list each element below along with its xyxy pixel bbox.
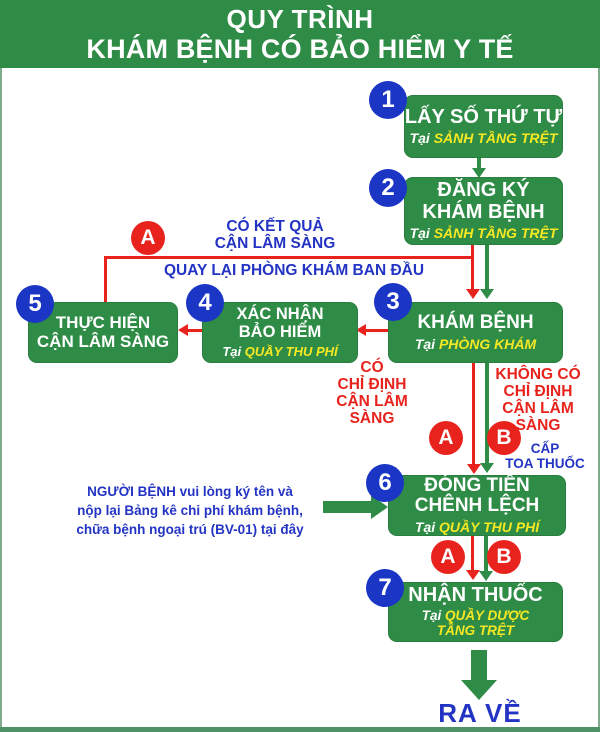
arrow-step2-step3-head <box>480 289 494 299</box>
exit-arrow-shaft <box>471 650 487 682</box>
step-number-7: 7 <box>366 569 404 607</box>
step-box-4-insurance-confirm: XÁC NHẬN BẢO HIỂM Tại QUẦY THU PHÍ <box>202 302 358 363</box>
arrow-b-step6-step7-shaft <box>484 536 488 572</box>
label-prescription: CẤP TOA THUỐC <box>505 441 585 471</box>
step-4-location: Tại QUẦY THU PHÍ <box>222 343 338 359</box>
step-4-location-name: QUẦY THU PHÍ <box>244 343 338 359</box>
step-number-5: 5 <box>16 285 54 323</box>
step-box-1-get-queue-number: LẤY SỐ THỨ TỰ Tại SẢNH TẦNG TRỆT <box>404 95 563 158</box>
step-1-title: LẤY SỐ THỨ TỰ <box>404 105 563 128</box>
label-patient-note: NGƯỜI BỆNH vui lòng ký tên và nộp lại Bả… <box>76 484 304 537</box>
arrow-step1-step2-head <box>472 168 486 178</box>
step-7-location-name: QUẦY DƯỢC TẦNG TRỆT <box>436 608 530 639</box>
arrow-a-step3-step6-head <box>467 464 481 474</box>
step-number-2: 2 <box>369 169 407 207</box>
step-1-location-name: SẢNH TẦNG TRỆT <box>433 130 558 147</box>
step-3-title: KHÁM BỆNH <box>417 312 534 334</box>
step-6-location-prefix: Tại <box>414 518 436 535</box>
step-box-6-pay-difference: ĐÓNG TIỀN CHÊNH LỆCH Tại QUẦY THU PHÍ <box>388 475 566 536</box>
header-banner: QUY TRÌNH KHÁM BỆNH CÓ BẢO HIỂM Y TẾ <box>0 0 600 68</box>
step-box-7-receive-medicine: NHẬN THUỐC Tại QUẦY DƯỢC TẦNG TRỆT <box>388 582 563 642</box>
feedback-line-right-drop <box>471 241 474 291</box>
feedback-line-left-drop <box>104 256 107 303</box>
arrow-a-step6-step7-shaft <box>471 536 474 572</box>
step-4-title: XÁC NHẬN BẢO HIỂM <box>236 305 324 341</box>
feedback-line-horizontal <box>104 256 474 259</box>
step-6-title: ĐÓNG TIỀN CHÊNH LỆCH <box>414 474 540 517</box>
label-with-indication: CÓ CHỈ ĐỊNH CẬN LÂM SÀNG <box>336 359 408 427</box>
arrow-step3-step4-shaft <box>366 329 388 332</box>
step-5-title: THỰC HIỆN CẬN LÂM SÀNG <box>36 313 170 351</box>
step-1-location: Tại SẢNH TẦNG TRỆT <box>409 130 558 147</box>
label-exit: RA VỀ <box>438 698 522 728</box>
arrow-step2-step3-shaft <box>485 245 489 291</box>
step-7-location-prefix: Tại <box>421 608 442 624</box>
step-3-location-prefix: Tại <box>414 335 436 352</box>
arrow-a-step3-step6-shaft <box>472 363 475 466</box>
arrow-step4-step5-shaft <box>188 329 202 332</box>
arrow-step3-step4-head <box>356 324 366 336</box>
step-box-2-register: ĐĂNG KÝ KHÁM BỆNH Tại SẢNH TẦNG TRỆT <box>404 177 563 245</box>
step-3-location-name: PHÒNG KHÁM <box>438 335 537 352</box>
step-1-location-prefix: Tại <box>409 130 430 147</box>
badge-a-feedback: A <box>131 221 165 255</box>
label-has-test-results: CÓ KẾT QUẢ CẬN LÂM SÀNG <box>214 218 336 252</box>
arrow-b-step3-step6-head <box>480 463 494 473</box>
poster-title-line2: KHÁM BỆNH CÓ BẢO HIỂM Y TẾ <box>86 33 514 64</box>
step-number-4: 4 <box>186 284 224 322</box>
arrow-step4-step5-head <box>178 324 188 336</box>
step-6-location: Tại QUẦY THU PHÍ <box>414 518 540 535</box>
label-without-indication: KHÔNG CÓ CHỈ ĐỊNH CẬN LÂM SÀNG <box>495 366 581 434</box>
step-4-location-prefix: Tại <box>222 343 242 359</box>
step-2-location-name: SẢNH TẦNG TRỆT <box>433 225 558 242</box>
arrow-b-step6-step7-head <box>479 571 493 581</box>
step-number-3: 3 <box>374 283 412 321</box>
feedback-arrow-into-step3-head <box>466 289 480 299</box>
badge-b-before-step7: B <box>487 540 521 574</box>
badge-a-before-step6: A <box>429 421 463 455</box>
step-box-3-examination: KHÁM BỆNH Tại PHÒNG KHÁM <box>388 302 563 363</box>
bottom-border-strip <box>0 727 600 732</box>
arrow-b-step3-step6-shaft <box>485 363 489 465</box>
step-2-title: ĐĂNG KÝ KHÁM BỆNH <box>422 179 545 223</box>
step-number-6: 6 <box>366 464 404 502</box>
arrow-step1-step2-shaft <box>477 158 481 171</box>
step-2-location-prefix: Tại <box>409 225 430 242</box>
badge-a-before-step7: A <box>431 540 465 574</box>
step-6-location-name: QUẦY THU PHÍ <box>439 518 540 535</box>
label-return-to-clinic: QUAY LẠI PHÒNG KHÁM BAN ĐẦU <box>163 262 425 279</box>
step-7-title: NHẬN THUỐC <box>408 583 543 606</box>
arrow-a-step6-step7-head <box>466 570 480 580</box>
step-number-1: 1 <box>369 81 407 119</box>
step-3-location: Tại PHÒNG KHÁM <box>414 335 537 352</box>
step-7-location: Tại QUẦY DƯỢC TẦNG TRỆT <box>422 609 530 639</box>
poster-title-line1: QUY TRÌNH <box>226 3 374 34</box>
badge-b-before-step6: B <box>487 421 521 455</box>
note-arrow-shaft <box>323 501 373 513</box>
step-box-5-paraclinical-tests: THỰC HIỆN CẬN LÂM SÀNG <box>28 302 178 363</box>
exit-arrow-head <box>461 680 497 700</box>
step-2-location: Tại SẢNH TẦNG TRỆT <box>410 226 558 241</box>
